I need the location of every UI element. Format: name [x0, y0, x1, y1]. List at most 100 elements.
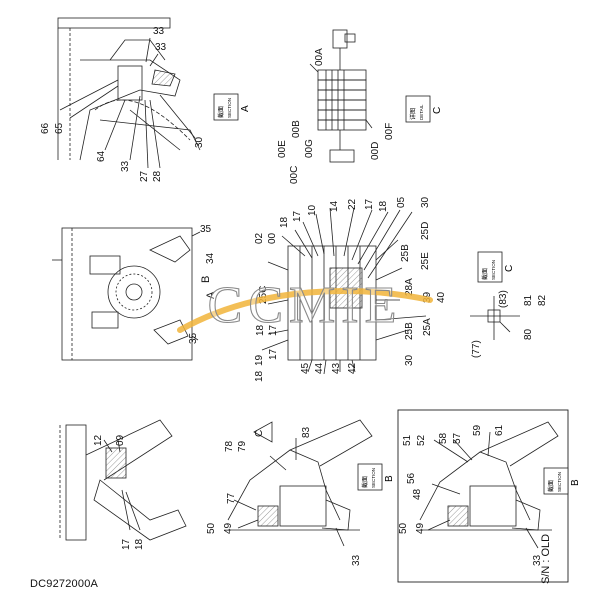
- section-a-jp: 截面: [217, 106, 225, 118]
- section-b2-letter: B: [570, 479, 581, 486]
- callout-00a: 00A: [314, 48, 325, 66]
- callout-30a: 30: [420, 196, 431, 208]
- view-section-b-old: [419, 421, 559, 549]
- callout-25c: 25C: [258, 286, 269, 304]
- view-1-callouts: 33 33 66 65 64 33 27 28 30: [40, 26, 205, 182]
- section-b2-jp: 截面: [547, 480, 555, 492]
- callout-43: 43: [331, 362, 342, 374]
- section-b1-en: SECTION: [371, 468, 376, 488]
- callout-10: 10: [307, 204, 318, 216]
- callout-59: 59: [472, 424, 483, 436]
- callout-00c: 00C: [289, 166, 300, 184]
- callout-00g: 00G: [304, 139, 315, 158]
- serial-note: S/N : OLD: [540, 533, 552, 584]
- callout-30: 30: [194, 136, 205, 148]
- view-5-callouts: (83) 81 82 (77) 80: [471, 290, 548, 358]
- cylinder-housing-old: [469, 485, 517, 527]
- callout-25b-bottom: 25B: [404, 322, 415, 340]
- section-c-letter: C: [504, 265, 515, 272]
- turntable-frame: [61, 227, 193, 361]
- callout-00: 00: [267, 232, 278, 244]
- callout-34: 34: [205, 252, 216, 264]
- watermark-text: CCMIE: [208, 277, 403, 334]
- watermark-swoosh: [177, 288, 433, 333]
- section-a-en: SECTION: [227, 98, 232, 118]
- callout-50b: 50: [398, 522, 409, 534]
- callout-17a: 17: [292, 210, 303, 222]
- view-marker-a: A: [205, 291, 217, 299]
- view-section-b: [227, 419, 373, 547]
- detail-c-en: DETAIL: [419, 104, 424, 120]
- callout-80: 80: [523, 328, 534, 340]
- callout-33b: 33: [155, 42, 167, 53]
- view-2-callouts: 00A 00B 00E 00G 00C 00D 00F: [277, 48, 395, 184]
- callout-50a: 50: [206, 522, 217, 534]
- callout-35b: 35: [188, 332, 199, 344]
- callout-25b-top: 25B: [400, 244, 411, 262]
- callout-40: 40: [436, 291, 447, 303]
- callout-58: 58: [438, 432, 449, 444]
- callout-00f: 00F: [384, 123, 395, 140]
- callout-00d: 00D: [370, 142, 381, 160]
- callout-79: 79: [237, 440, 248, 452]
- callout-17e: 17: [121, 538, 132, 550]
- callout-30b: 30: [404, 354, 415, 366]
- view-valve-bank: [309, 29, 373, 163]
- callout-65: 65: [54, 122, 65, 134]
- callout-12: 12: [93, 434, 104, 446]
- section-b1-letter: B: [384, 475, 395, 482]
- view-3-callouts: 35 34 35 B A: [188, 224, 217, 344]
- callout-27: 27: [139, 170, 150, 182]
- callout-49b: 49: [415, 522, 426, 534]
- callout-81: 81: [523, 294, 534, 306]
- callout-18d: 18: [254, 370, 265, 382]
- callout-82: 82: [537, 294, 548, 306]
- callout-33e: 33: [532, 554, 543, 566]
- view-section-c-detail: [470, 296, 520, 340]
- callout-61: 61: [494, 424, 505, 436]
- callout-45: 45: [300, 362, 311, 374]
- callout-05: 05: [396, 196, 407, 208]
- callout-52: 52: [416, 434, 427, 446]
- section-label-a: 截面 SECTION A: [213, 93, 251, 121]
- callout-42: 42: [347, 362, 358, 374]
- callout-14: 14: [329, 200, 340, 212]
- view-marker-b: B: [200, 276, 212, 283]
- callout-77-ref: (77): [471, 340, 482, 358]
- control-valve-body: [287, 245, 377, 361]
- section-label-c: 截面 SECTION C: [477, 251, 515, 283]
- callout-35a: 35: [200, 224, 212, 235]
- callout-44: 44: [314, 362, 325, 374]
- drawing-code: DC9272000A: [30, 578, 99, 590]
- callout-18c: 18: [255, 324, 266, 336]
- view-boom-foot: [59, 419, 187, 541]
- callout-49a: 49: [223, 522, 234, 534]
- view-marker-c: C: [254, 430, 265, 437]
- callout-78: 78: [224, 440, 235, 452]
- callout-18b: 18: [378, 200, 389, 212]
- callout-28a: 28A: [404, 278, 415, 296]
- callout-22: 22: [347, 198, 358, 210]
- view-marker-c-triangle: C: [253, 421, 273, 443]
- view-7-callouts: 83 78 79 77 50 49 33: [206, 426, 362, 566]
- callout-64: 64: [96, 150, 107, 162]
- boom-arm: [85, 419, 173, 481]
- detail-label-c: 详图 DETAIL C: [405, 95, 443, 123]
- callout-28: 28: [152, 170, 163, 182]
- callout-48: 48: [412, 488, 423, 500]
- callout-19: 19: [254, 354, 265, 366]
- callout-18a: 18: [279, 216, 290, 228]
- cylinder-housing: [279, 485, 327, 527]
- valve-bottom: [329, 149, 355, 163]
- view-turntable: [52, 227, 201, 361]
- callout-25d: 25D: [420, 222, 431, 240]
- callout-25e: 25E: [420, 252, 431, 270]
- swing-bearing: [107, 265, 161, 319]
- callout-77: 77: [226, 492, 237, 504]
- callout-02: 02: [254, 232, 265, 244]
- view-8-callouts: 51 52 58 57 59 61 56 48 50 49 33: [398, 424, 543, 566]
- callout-18e: 18: [134, 538, 145, 550]
- callout-25a: 25A: [422, 318, 433, 336]
- callout-17c: 17: [268, 324, 279, 336]
- callout-83-ref: (83): [498, 290, 509, 308]
